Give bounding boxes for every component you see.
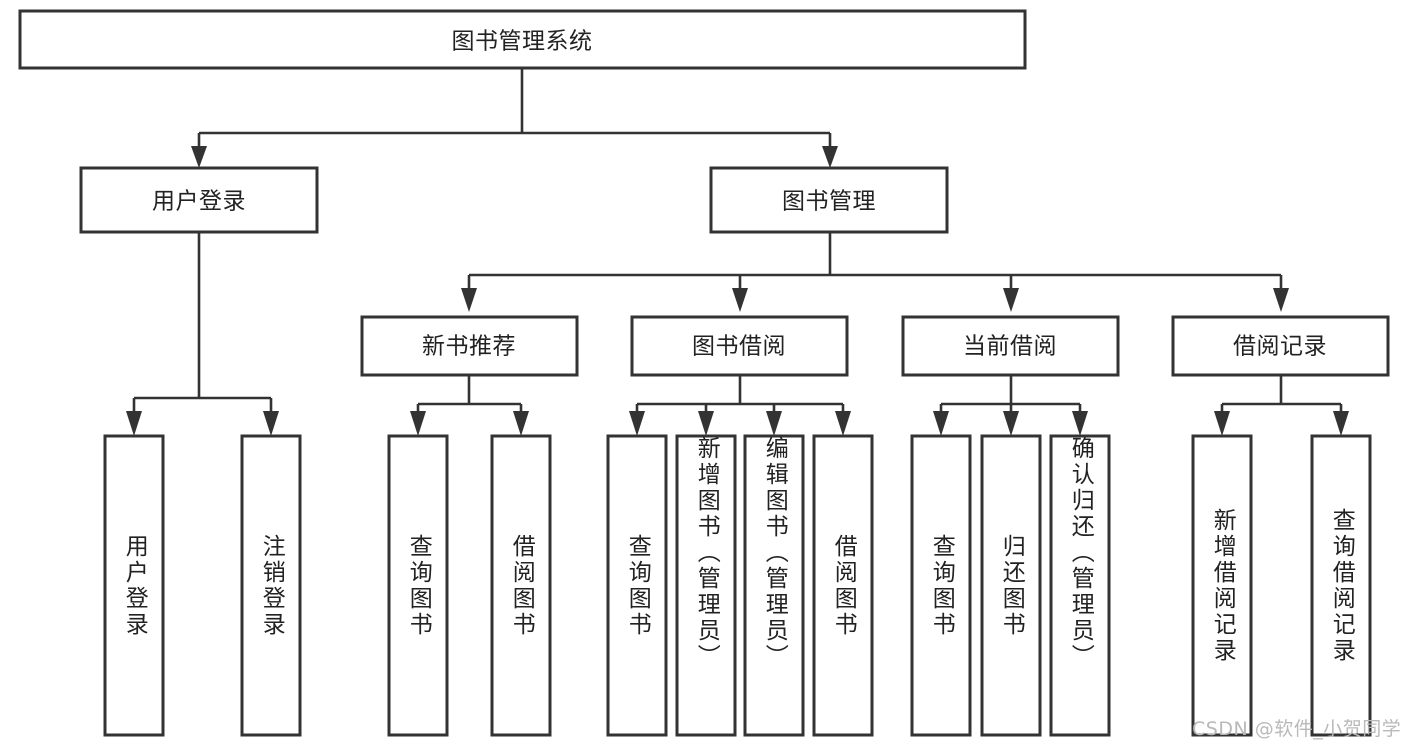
arrowhead-cb-leaf2 <box>1003 411 1019 436</box>
node-user-login-box[interactable] <box>79 166 319 234</box>
arrowhead-bb-leaf2 <box>698 411 714 436</box>
connector-group-root <box>191 68 838 168</box>
node-book-borrow-box[interactable] <box>630 315 849 377</box>
arrowhead-book-borrow <box>732 288 748 312</box>
node-root-label: 图书管理系统 <box>452 29 593 55</box>
arrowhead-current-borrow <box>1003 288 1019 312</box>
arrowhead-br-leaf1 <box>1214 411 1230 436</box>
leaf-box-bb-edit-book[interactable] <box>743 434 805 737</box>
leaf-box-br-add-record[interactable] <box>1191 434 1253 737</box>
node-user-login-label: 用户登录 <box>152 189 246 215</box>
leaf-box-nb-query-book[interactable] <box>387 434 449 737</box>
arrowhead-bb-leaf4 <box>835 411 851 436</box>
leaf-box-bb-borrow-book[interactable] <box>812 434 874 737</box>
arrowhead-book-mgmt <box>822 146 838 168</box>
arrowhead-leaf-user-login <box>126 411 142 436</box>
arrowhead-cb-leaf3 <box>1072 411 1088 436</box>
watermark-text: CSDN @软件_小贺同学 <box>1192 718 1402 740</box>
leaf-box-cb-return-book[interactable] <box>980 434 1042 737</box>
node-new-book-recommend-label: 新书推荐 <box>422 334 516 360</box>
connector-group-new-book <box>410 375 529 436</box>
arrowhead-bb-leaf1 <box>629 411 645 436</box>
node-new-book-recommend-box[interactable] <box>360 315 579 377</box>
connector-group-book-mgmt <box>461 232 1289 312</box>
connector-group-book-borrow <box>629 375 851 436</box>
leaf-box-user-login[interactable] <box>103 434 165 737</box>
node-current-borrow-label: 当前借阅 <box>963 334 1057 360</box>
leaf-box-br-query-record[interactable] <box>1310 434 1372 737</box>
arrowhead-cb-leaf1 <box>933 411 949 436</box>
arrowhead-nb-leaf2 <box>513 411 529 436</box>
leaf-box-bb-add-book[interactable] <box>675 434 737 737</box>
arrowhead-new-book <box>461 288 477 312</box>
leaf-box-nb-borrow-book[interactable] <box>490 434 552 737</box>
node-book-management-label: 图书管理 <box>782 189 876 215</box>
node-root-box[interactable] <box>18 9 1027 70</box>
node-borrow-record-box[interactable] <box>1171 315 1390 377</box>
leaf-box-logout[interactable] <box>240 434 302 737</box>
connector-group-user-login <box>126 232 279 436</box>
arrowhead-borrow-record <box>1273 288 1289 312</box>
arrowhead-user-login <box>191 146 207 168</box>
arrowhead-nb-leaf1 <box>410 411 426 436</box>
leaf-box-bb-query-book[interactable] <box>606 434 668 737</box>
arrowhead-br-leaf2 <box>1333 411 1349 436</box>
arrowhead-bb-leaf3 <box>766 411 782 436</box>
leaf-box-cb-query-book[interactable] <box>910 434 972 737</box>
connector-group-current-borrow <box>933 375 1088 436</box>
connector-group-borrow-record <box>1214 375 1349 436</box>
leaf-box-cb-confirm-return[interactable] <box>1049 434 1111 737</box>
node-book-borrow-label: 图书借阅 <box>692 334 786 360</box>
node-borrow-record-label: 借阅记录 <box>1233 334 1327 360</box>
node-current-borrow-box[interactable] <box>901 315 1120 377</box>
arrowhead-leaf-logout <box>263 411 279 436</box>
node-book-management-box[interactable] <box>709 166 949 234</box>
